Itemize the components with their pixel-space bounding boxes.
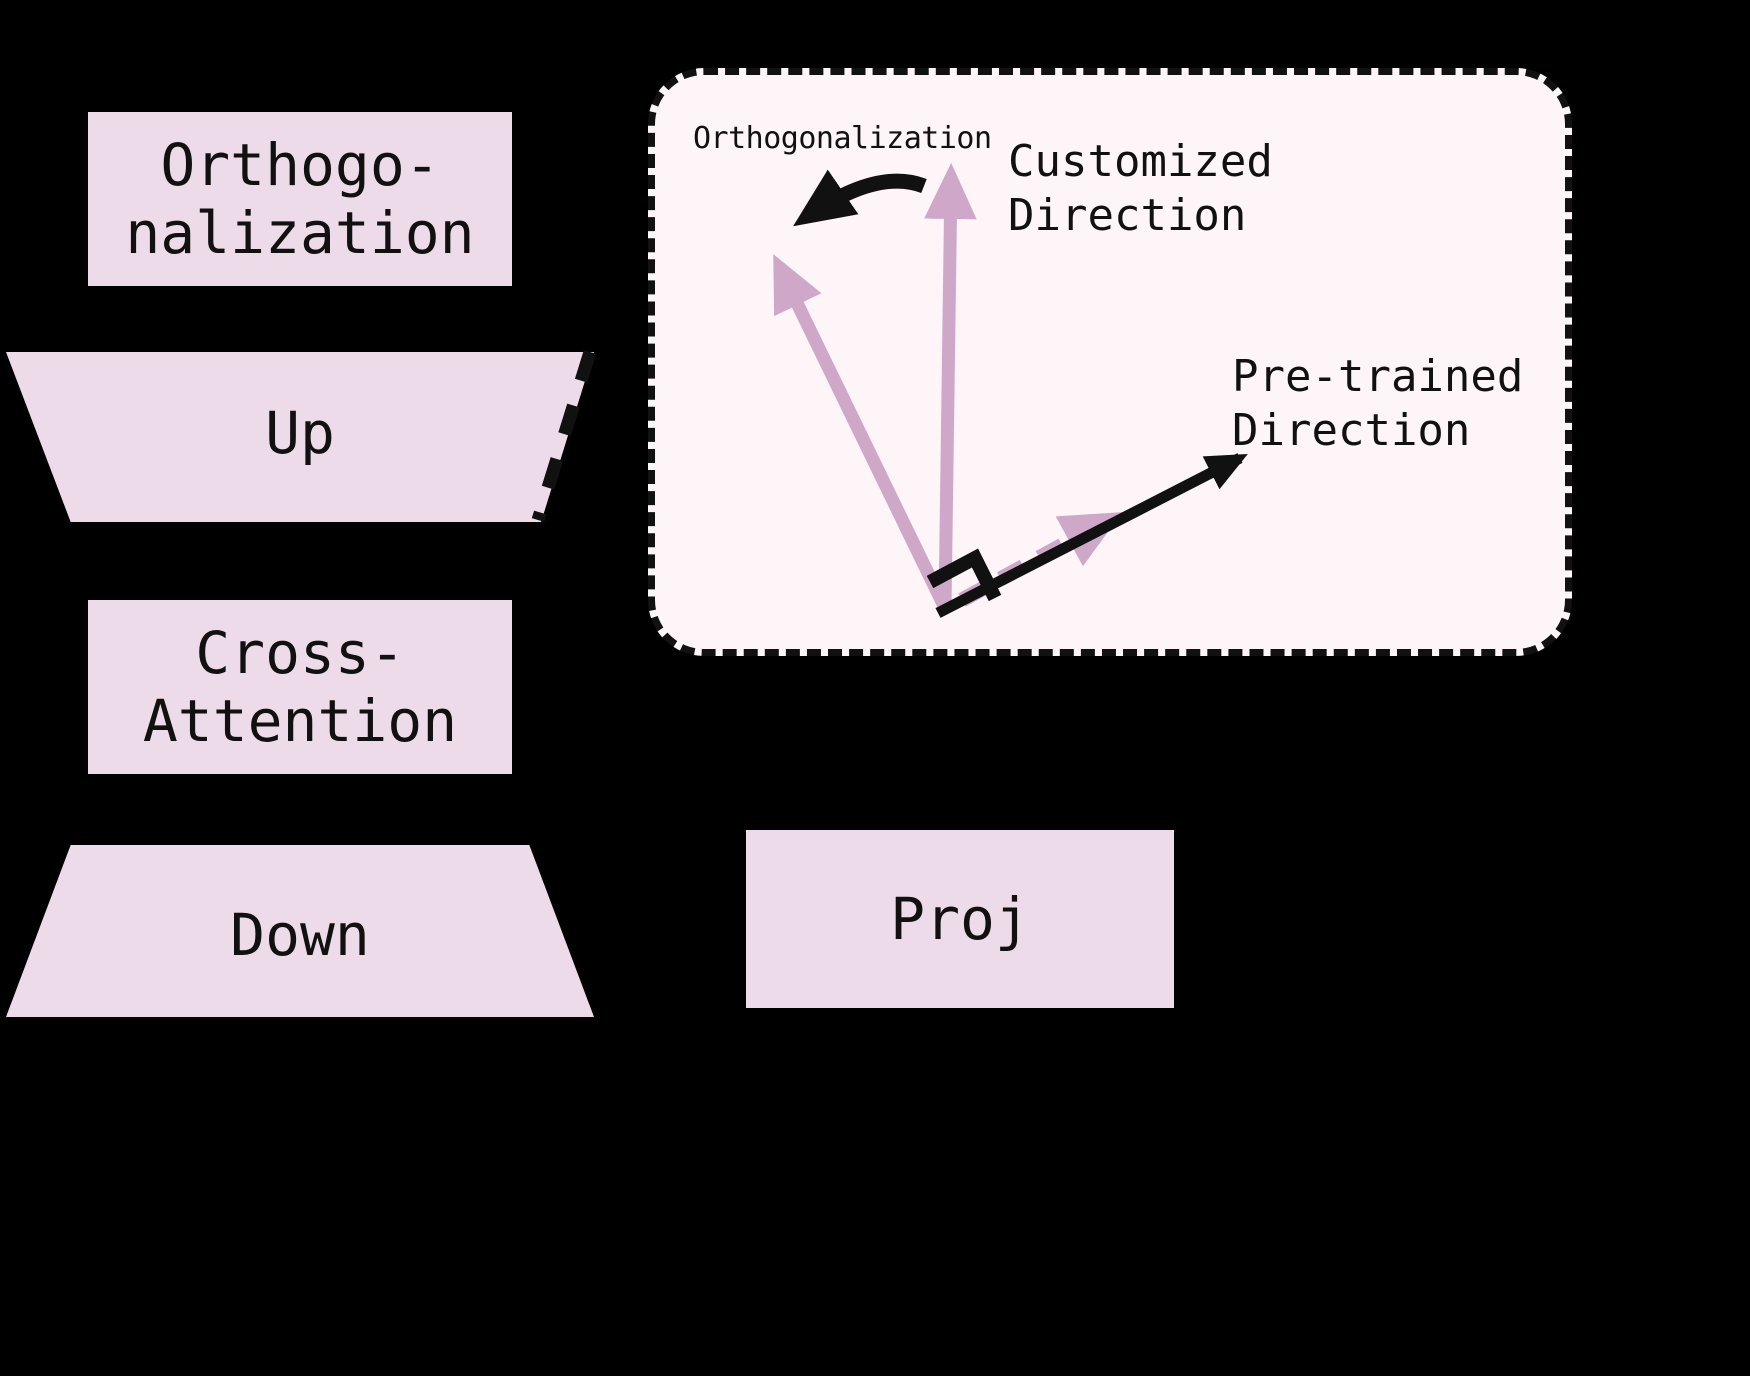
label-pretrained-direction: Pre-trained Direction [1232,351,1524,456]
block-proj[interactable]: Proj [746,830,1174,1008]
block-up[interactable]: Up [6,352,594,522]
block-cross-attention[interactable]: Cross- Attention [88,600,512,774]
detail-panel-title: Orthogonalization [693,121,992,156]
block-down[interactable]: Down [6,845,594,1017]
block-up-label: Up [265,399,335,467]
block-orthogonalization[interactable]: Orthogo- nalization [88,112,512,286]
label-customized-direction: Customized Direction [1008,136,1273,241]
block-down-label: Down [230,901,370,969]
